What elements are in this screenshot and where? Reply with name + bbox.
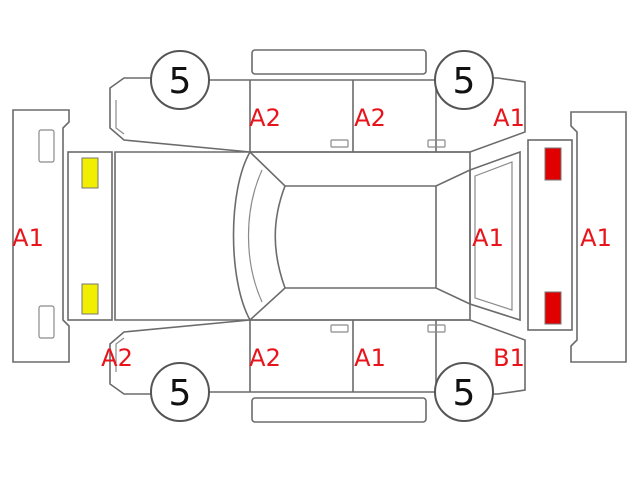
wheel-front-left[interactable]: 5 bbox=[150, 50, 210, 110]
rear-bumper[interactable] bbox=[570, 111, 627, 363]
wheel-rear-left-value: 5 bbox=[453, 61, 476, 102]
code-rear-left-door: A2 bbox=[354, 104, 386, 132]
rear-lamp-panel bbox=[527, 139, 573, 331]
wheel-front-right[interactable]: 5 bbox=[150, 362, 210, 422]
rear-lamp-top bbox=[544, 147, 562, 181]
wheel-front-left-value: 5 bbox=[169, 61, 192, 102]
wheel-front-right-value: 5 bbox=[169, 373, 192, 414]
code-front-right-fender: A2 bbox=[101, 344, 133, 372]
rear-lamp-bottom bbox=[544, 291, 562, 325]
front-lamp-panel bbox=[67, 151, 113, 321]
wheel-rear-right-value: 5 bbox=[453, 373, 476, 414]
right-running-board[interactable] bbox=[251, 397, 427, 423]
code-rear-right-door: A1 bbox=[354, 344, 386, 372]
front-bumper[interactable] bbox=[12, 109, 70, 363]
code-rear-right-quarter: B1 bbox=[493, 344, 525, 372]
code-rear-left-quarter: A1 bbox=[493, 104, 525, 132]
left-running-board[interactable] bbox=[251, 49, 427, 75]
roof[interactable] bbox=[232, 151, 471, 321]
code-front-left-door: A2 bbox=[249, 104, 281, 132]
code-front-bumper: A1 bbox=[12, 224, 44, 252]
rear-glass[interactable] bbox=[469, 150, 521, 322]
car-body-top bbox=[114, 151, 471, 321]
front-lamp-bottom bbox=[81, 283, 99, 315]
wheel-rear-left[interactable]: 5 bbox=[434, 50, 494, 110]
code-rear-bumper: A1 bbox=[580, 224, 612, 252]
code-rear-glass: A1 bbox=[472, 224, 504, 252]
wheel-rear-right[interactable]: 5 bbox=[434, 362, 494, 422]
front-lamp-top bbox=[81, 157, 99, 189]
code-front-right-door: A2 bbox=[249, 344, 281, 372]
